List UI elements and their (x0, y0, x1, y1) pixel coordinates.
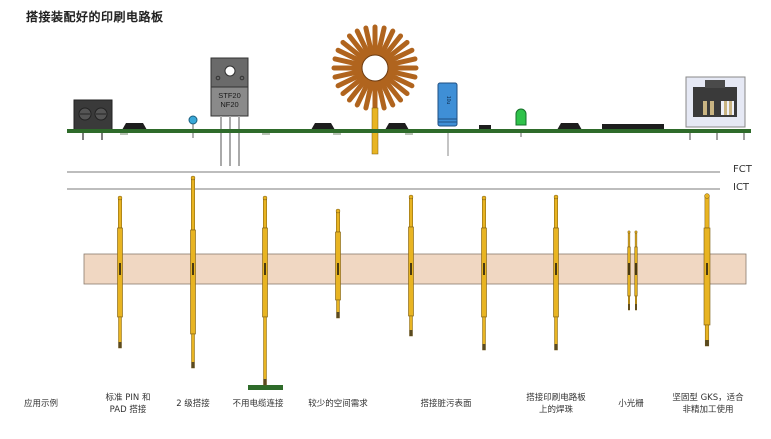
transistor-marking-1: STF20 (218, 91, 241, 100)
test-probe (408, 194, 414, 337)
rj45-connector (685, 76, 746, 140)
test-probe (117, 195, 123, 349)
label-no-cable: 不用电缆连接 (232, 399, 284, 409)
ict-label: ICT (733, 182, 750, 193)
test-probe (703, 193, 711, 347)
svg-text:10u: 10u (445, 96, 451, 105)
test-probe (481, 195, 487, 351)
label-less-space: 较少的空间需求 (308, 399, 368, 409)
fct-label: FCT (733, 164, 752, 175)
transistor-marking-2: NF20 (220, 100, 238, 109)
label-gks-rugged: 坚固型 GKS，适合非精加工使用 (672, 393, 744, 415)
test-probe (335, 208, 341, 319)
terminal-block (73, 99, 113, 140)
label-solder-joint: 搭接印刷电路板上的焊珠 (526, 393, 586, 415)
label-two-stage: 2 级搭接 (176, 399, 210, 409)
label-small-grid: 小光栅 (618, 399, 644, 409)
pcb-strip (67, 129, 751, 133)
test-probe (190, 175, 196, 369)
test-probe (553, 194, 559, 351)
small-diode (188, 115, 198, 138)
test-probe (634, 230, 638, 311)
fixture-plate (83, 253, 747, 285)
test-probe (262, 195, 268, 386)
pcb-board: STF20 NF20 10u (67, 24, 751, 166)
pcb-foot (248, 385, 283, 390)
transistor: STF20 NF20 (210, 57, 249, 166)
page-title: 搭接装配好的印刷电路板 (26, 10, 164, 24)
smd-chips (122, 123, 664, 131)
toroid-coil (331, 24, 419, 155)
test-probe (627, 230, 631, 311)
label-example: 应用示例 (23, 399, 59, 409)
led (515, 108, 527, 137)
label-dirty-surface: 搭接脏污表面 (420, 399, 472, 409)
electrolytic-capacitor: 10u (437, 82, 458, 156)
test-probes (117, 175, 711, 386)
